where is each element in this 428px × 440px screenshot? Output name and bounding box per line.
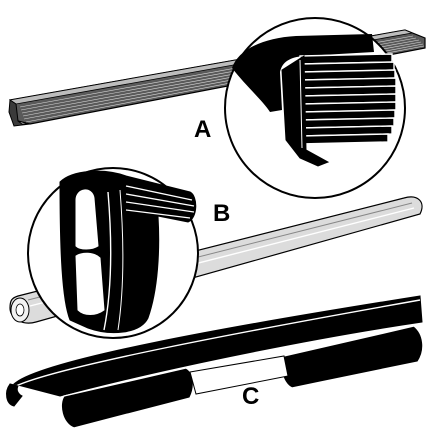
- profile-a-spine: [281, 55, 330, 167]
- strip-c-back: [12, 295, 423, 397]
- strip-c-gap: [189, 355, 289, 395]
- label-b: B: [213, 200, 230, 227]
- profile-a-fins: [299, 53, 397, 145]
- detail-circle-a: [224, 17, 406, 199]
- profile-b-hollow-upper: [75, 189, 99, 250]
- detail-circle-b: [27, 167, 199, 339]
- profile-b-ribs: [125, 185, 195, 219]
- strip-a-end: [8, 99, 31, 127]
- label-a: A: [194, 116, 211, 143]
- profile-b-hollow-lower: [75, 252, 105, 315]
- strip-c-lip: [6, 383, 23, 407]
- profile-a-lip: [232, 34, 374, 112]
- label-c: C: [242, 383, 259, 410]
- strip-c: [6, 295, 424, 429]
